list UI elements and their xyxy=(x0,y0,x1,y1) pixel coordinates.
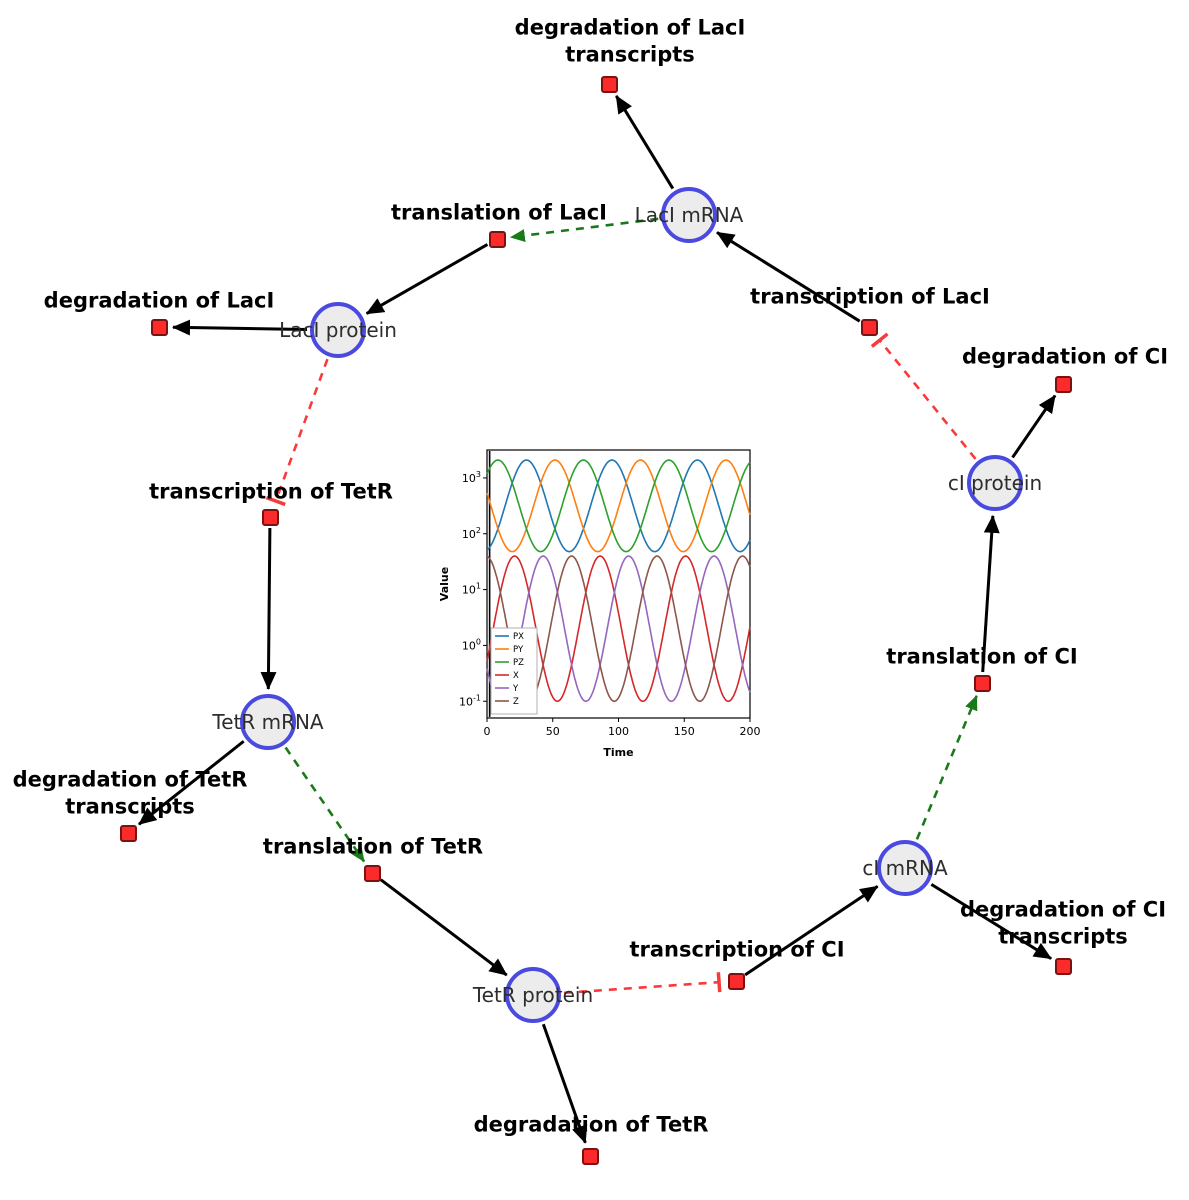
svg-text:50: 50 xyxy=(546,725,560,738)
reaction-node-translation-ci xyxy=(973,674,991,692)
species-node-laci-mrna xyxy=(661,187,717,243)
species-node-tetr-mrna xyxy=(240,694,296,750)
species-label-ci-protein: cI protein xyxy=(947,471,1043,495)
edge-modifier-ci-mrna-to-translation-ci xyxy=(915,695,978,840)
series-line-Y xyxy=(486,555,751,702)
species-node-ci-protein xyxy=(967,455,1023,511)
species-node-laci-protein xyxy=(310,302,366,358)
svg-text:10-1: 10-1 xyxy=(459,693,481,708)
svg-text:150: 150 xyxy=(674,725,695,738)
edge-consume-laci-mrna-to-deg-laci-transcripts xyxy=(615,95,675,190)
svg-text:101: 101 xyxy=(462,582,481,597)
reaction-node-deg-tetr xyxy=(581,1147,599,1165)
species-label-laci-mrna: LacI mRNA xyxy=(634,203,744,227)
legend-entry-PY: PY xyxy=(513,645,524,655)
svg-text:102: 102 xyxy=(462,526,481,541)
reaction-label-deg-ci-transcripts: degradation of CI transcripts xyxy=(960,897,1166,952)
reaction-label-line: transcription of CI xyxy=(629,937,845,962)
svg-text:Value: Value xyxy=(438,567,451,601)
svg-text:103: 103 xyxy=(462,470,481,485)
chart-legend: PX PY PZ XYZ xyxy=(490,627,538,715)
edge-produce-translation-laci-to-laci-protein xyxy=(365,243,489,315)
edge-consume-tetr-protein-to-deg-tetr xyxy=(541,1023,588,1144)
svg-text:Time: Time xyxy=(603,746,633,759)
edge-produce-transcription-laci-to-laci-mrna xyxy=(716,231,861,323)
reaction-label-translation-laci: translation of LacI xyxy=(391,199,607,226)
reaction-label-deg-laci-transcripts: degradation of LacI transcripts xyxy=(515,15,746,70)
species-node-tetr-protein xyxy=(505,967,561,1023)
edge-inhibit-laci-protein-to-transcription-tetr xyxy=(265,358,329,507)
edge-consume-laci-protein-to-deg-laci xyxy=(171,319,308,336)
edge-consume-tetr-mrna-to-deg-tetr-transcripts xyxy=(138,740,245,826)
reaction-label-transcription-ci: transcription of CI xyxy=(629,936,844,963)
reaction-label-deg-laci: degradation of LacI xyxy=(44,287,275,314)
legend-entry-PZ: PZ xyxy=(513,658,524,668)
edge-produce-translation-tetr-to-tetr-protein xyxy=(379,878,508,977)
reaction-label-line: transcription of LacI xyxy=(750,284,990,309)
reaction-label-line: transcripts xyxy=(65,795,195,819)
reaction-label-transcription-tetr: transcription of TetR xyxy=(149,478,393,505)
reaction-label-line: transcripts xyxy=(565,43,695,67)
reaction-node-deg-ci-transcripts xyxy=(1054,957,1072,975)
reaction-label-line: degradation of TetR xyxy=(473,1112,709,1137)
species-label-laci-protein: LacI protein xyxy=(279,318,397,342)
reaction-node-deg-laci-transcripts xyxy=(600,75,618,93)
reaction-node-transcription-ci xyxy=(727,972,745,990)
legend-entry-X: X xyxy=(513,671,519,681)
edge-produce-transcription-ci-to-ci-mrna xyxy=(744,885,879,977)
reaction-label-translation-ci: translation of CI xyxy=(886,643,1077,670)
series-line-PY xyxy=(486,459,751,553)
edge-modifier-laci-mrna-to-translation-laci xyxy=(509,217,659,242)
edge-consume-ci-protein-to-deg-ci xyxy=(1011,394,1057,459)
reaction-label-deg-tetr: degradation of TetR xyxy=(474,1111,709,1138)
reaction-label-line: transcripts xyxy=(998,925,1128,949)
species-label-tetr-mrna: TetR mRNA xyxy=(212,710,324,734)
series-line-X xyxy=(486,555,751,703)
reaction-label-line: degradation of TetR xyxy=(12,767,248,792)
reaction-node-deg-ci xyxy=(1054,375,1072,393)
edge-inhibit-ci-protein-to-transcription-laci xyxy=(870,332,977,460)
reaction-node-transcription-laci xyxy=(860,318,878,336)
svg-text:0: 0 xyxy=(484,725,491,738)
series-line-PX xyxy=(486,459,751,553)
reaction-label-line: transcription of TetR xyxy=(149,479,393,504)
reaction-node-translation-laci xyxy=(488,230,506,248)
edge-produce-transcription-tetr-to-tetr-mrna xyxy=(260,527,277,691)
reaction-node-translation-tetr xyxy=(363,864,381,882)
edge-consume-ci-mrna-to-deg-ci-transcripts xyxy=(930,883,1052,960)
svg-text:100: 100 xyxy=(608,725,629,738)
legend-entry-PX: PX xyxy=(513,632,524,642)
reaction-label-transcription-laci: transcription of LacI xyxy=(750,283,990,310)
svg-text:200: 200 xyxy=(740,725,761,738)
reaction-label-deg-ci: degradation of CI xyxy=(962,343,1168,370)
legend-entry-Y: Y xyxy=(512,684,519,694)
legend-entry-Z: Z xyxy=(513,697,519,707)
reaction-node-transcription-tetr xyxy=(261,508,279,526)
reaction-label-line: degradation of LacI xyxy=(43,288,275,313)
reaction-label-line: translation of TetR xyxy=(262,834,484,859)
reaction-label-line: degradation of CI xyxy=(961,344,1169,369)
reaction-label-line: degradation of CI xyxy=(959,897,1167,922)
reaction-node-deg-tetr-transcripts xyxy=(119,824,137,842)
edge-produce-translation-ci-to-ci-protein xyxy=(981,514,1000,673)
svg-text:100: 100 xyxy=(462,637,481,652)
edge-inhibit-tetr-protein-to-transcription-ci xyxy=(563,972,722,995)
reaction-label-deg-tetr-transcripts: degradation of TetR transcripts xyxy=(13,767,248,822)
series-line-PZ xyxy=(486,459,751,553)
species-node-ci-mrna xyxy=(877,840,933,896)
reaction-label-line: translation of CI xyxy=(886,644,1078,669)
reaction-label-translation-tetr: translation of TetR xyxy=(263,833,483,860)
species-label-tetr-protein: TetR protein xyxy=(472,983,594,1007)
species-label-ci-mrna: cI mRNA xyxy=(862,856,948,880)
reaction-node-deg-laci xyxy=(150,318,168,336)
reaction-label-line: degradation of LacI xyxy=(514,15,746,40)
reaction-label-line: translation of LacI xyxy=(391,200,607,225)
